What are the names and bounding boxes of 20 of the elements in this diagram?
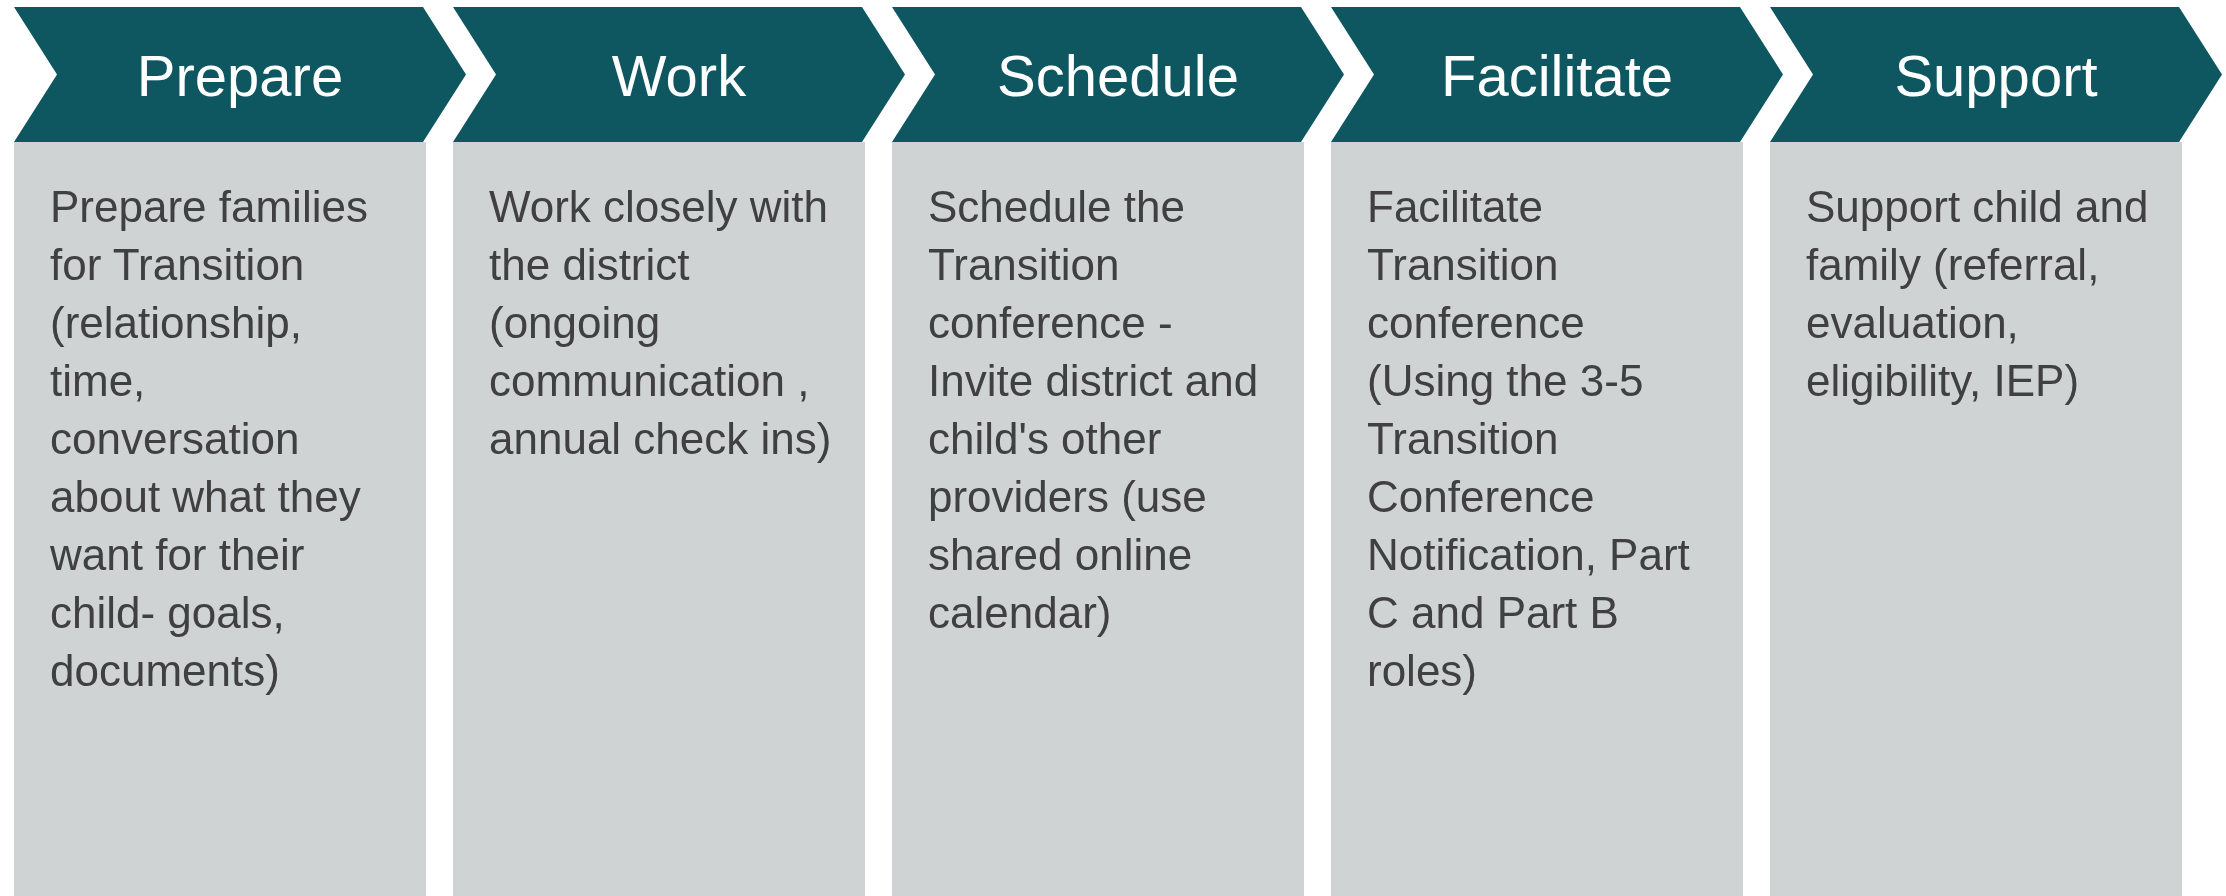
description-panel [1331,142,1743,896]
description-panel [892,142,1304,896]
chevron-step [1770,7,2222,142]
chevron-step [14,7,466,142]
step-heading: Schedule [997,41,1239,108]
description-panel [453,142,865,896]
step-description: Support child and family (referral, evaluation, eligibility, IEP) [1806,181,2150,407]
step-heading: Prepare [136,41,344,108]
chevron-step [453,7,905,142]
chevron-step [1331,7,1783,142]
description-panel [1770,142,2182,896]
chevron-step [892,7,1344,142]
step-description: Prepare families for Transition (relationship, time, conversation about what they want for their child- goals, documents) [50,181,369,697]
step-heading: Support [1894,41,2098,108]
description-panel [14,142,426,896]
step-heading: Work [611,41,747,108]
step-description: Facilitate Transition conference (Using the 3-5 Transition Conference Notification, Part C and Part B roles) [1367,181,1691,697]
step-heading: Facilitate [1440,41,1674,108]
step-description: Schedule the Transition conference - Invite district and child's other providers (use shared online calendar) [928,181,1260,639]
step-description: Work closely with the district (ongoing communication , annual check ins) [489,181,833,465]
